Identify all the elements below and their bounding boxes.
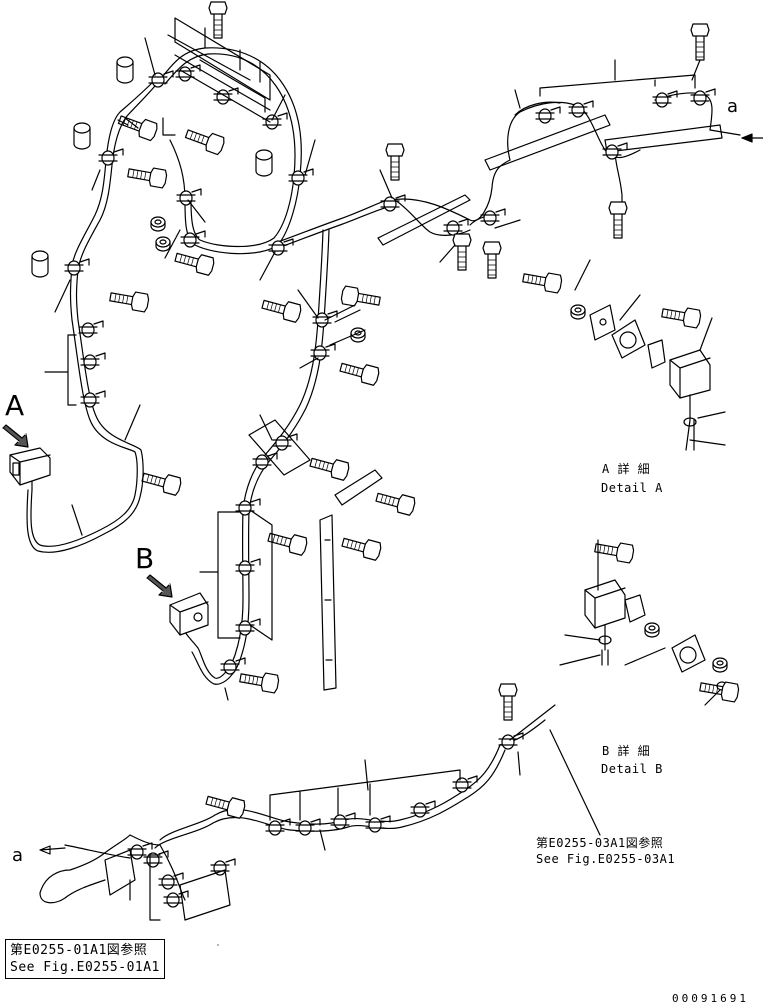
ref-03-en: See Fig.E0255-03A1 xyxy=(536,852,676,866)
detail-b-jp: B 詳 細 xyxy=(602,744,651,758)
bracket-upper-right xyxy=(377,59,696,246)
bracket-center xyxy=(199,309,366,641)
ref-01-box: 第E0255-01A1図参照 See Fig.E0255-01A1 xyxy=(5,939,165,979)
harness-upper-left xyxy=(26,47,396,553)
view-label-B: B xyxy=(135,542,155,575)
arrow-a-bottom xyxy=(39,845,66,855)
view-label-A: A xyxy=(5,389,25,422)
bracket-bottom xyxy=(104,704,556,921)
ref-03-jp: 第E0255-03A1図参照 xyxy=(536,836,664,850)
clips-upper-right xyxy=(380,88,716,236)
detail-a-jp: A 詳 細 xyxy=(602,462,651,476)
spacer-1 xyxy=(116,56,134,84)
leaders-bottom xyxy=(129,729,601,946)
connector-a xyxy=(2,421,51,486)
bracket-top xyxy=(167,17,271,123)
leaders-upper-left xyxy=(44,37,316,536)
plate-long xyxy=(319,514,337,691)
connector-b xyxy=(146,571,209,636)
drawing-number: 00091691 xyxy=(672,992,749,1005)
plate-short xyxy=(334,469,383,506)
leaders-upper-right xyxy=(439,129,741,263)
detail-a-en: Detail A xyxy=(601,481,663,495)
leaders-center xyxy=(224,289,356,701)
ref-01-jp: 第E0255-01A1図参照 xyxy=(10,943,148,958)
view-label-a-bottom: a xyxy=(12,845,24,866)
clips-center xyxy=(220,310,338,675)
detail-a-assembly xyxy=(521,259,726,451)
detail-b-en: Detail B xyxy=(601,762,663,776)
clips-bottom xyxy=(127,732,524,908)
view-label-a-top: a xyxy=(727,96,739,117)
harness-bottom xyxy=(39,719,546,904)
detail-b-assembly xyxy=(559,538,741,706)
ref-01-en: See Fig.E0255-01A1 xyxy=(10,960,160,975)
